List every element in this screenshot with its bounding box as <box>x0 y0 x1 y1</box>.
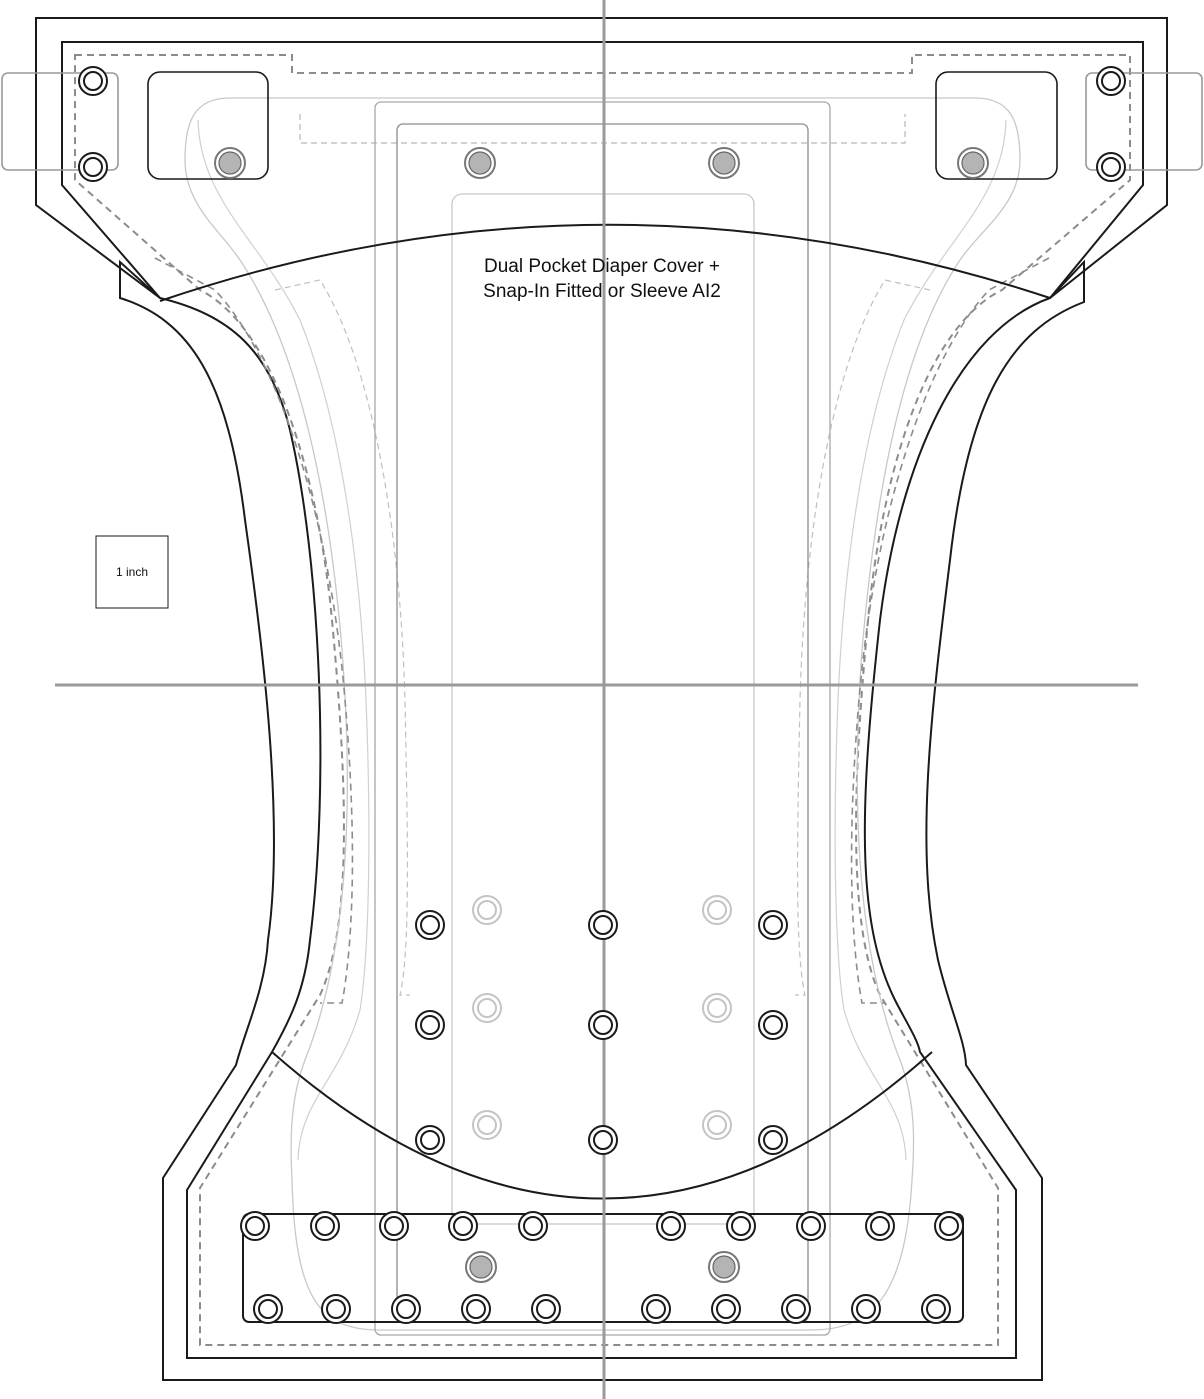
left-leg-dashed <box>154 257 354 1004</box>
insert-outline-light <box>184 97 1021 1331</box>
rise-snap <box>415 1125 445 1155</box>
back-snap-bottom <box>921 1294 951 1324</box>
rise-snap-light <box>472 1110 502 1140</box>
rise-snap-light <box>472 993 502 1023</box>
left-landing-pad <box>147 71 269 180</box>
tab-snap <box>78 152 108 182</box>
tab-snap <box>78 66 108 96</box>
back-snap-solid <box>708 1251 740 1283</box>
rise-snap <box>588 1125 618 1155</box>
front-snap <box>464 147 496 179</box>
front-snap <box>957 147 989 179</box>
rise-snap-light <box>472 895 502 925</box>
back-snap-top <box>379 1211 409 1241</box>
back-snap-bottom <box>531 1294 561 1324</box>
front-snap <box>708 147 740 179</box>
rise-snap <box>588 910 618 940</box>
title-line-2: Snap-In Fitted or Sleeve AI2 <box>483 281 721 302</box>
right-leg-light <box>834 119 1007 1161</box>
rise-snap <box>415 910 445 940</box>
outer-cut-line <box>35 17 1168 1381</box>
back-snap-bottom <box>461 1294 491 1324</box>
back-snap-bottom <box>781 1294 811 1324</box>
rise-snap <box>588 1010 618 1040</box>
snaps-group <box>78 66 1126 1324</box>
back-snap-solid <box>465 1251 497 1283</box>
back-snap-top <box>796 1211 826 1241</box>
right-gusset-dashed <box>795 279 931 996</box>
back-snap-top <box>934 1211 964 1241</box>
right-tab-bracket <box>1085 72 1203 171</box>
left-leg-light <box>197 119 370 1161</box>
seam-allowance-dashed <box>74 54 1131 1346</box>
back-snap-bottom <box>711 1294 741 1324</box>
rise-snap <box>758 910 788 940</box>
back-snap-bottom <box>253 1294 283 1324</box>
back-snap-bottom <box>391 1294 421 1324</box>
rise-snap <box>415 1010 445 1040</box>
rise-snap <box>758 1010 788 1040</box>
tab-snap <box>1096 152 1126 182</box>
rise-snap <box>758 1125 788 1155</box>
back-snap-top <box>518 1211 548 1241</box>
scale-box-label: 1 inch <box>116 565 148 579</box>
tab-snap <box>1096 66 1126 96</box>
back-snap-bottom <box>321 1294 351 1324</box>
back-snap-top <box>310 1211 340 1241</box>
inner-finished-line <box>61 41 1144 1359</box>
left-tab-bracket <box>1 72 119 171</box>
back-snap-top <box>240 1211 270 1241</box>
back-snap-top <box>865 1211 895 1241</box>
right-landing-pad <box>935 71 1058 180</box>
back-snap-bottom <box>641 1294 671 1324</box>
back-snap-bottom <box>851 1294 881 1324</box>
scale-box <box>95 535 169 609</box>
right-leg-dashed <box>850 257 1050 1004</box>
rise-snap-light <box>702 895 732 925</box>
back-snap-top <box>448 1211 478 1241</box>
back-snap-top <box>726 1211 756 1241</box>
rise-snap-light <box>702 993 732 1023</box>
front-snap <box>214 147 246 179</box>
rise-snap-light <box>702 1110 732 1140</box>
left-gusset-dashed <box>274 279 410 996</box>
title-line-1: Dual Pocket Diaper Cover + <box>484 256 720 277</box>
back-snap-top <box>656 1211 686 1241</box>
